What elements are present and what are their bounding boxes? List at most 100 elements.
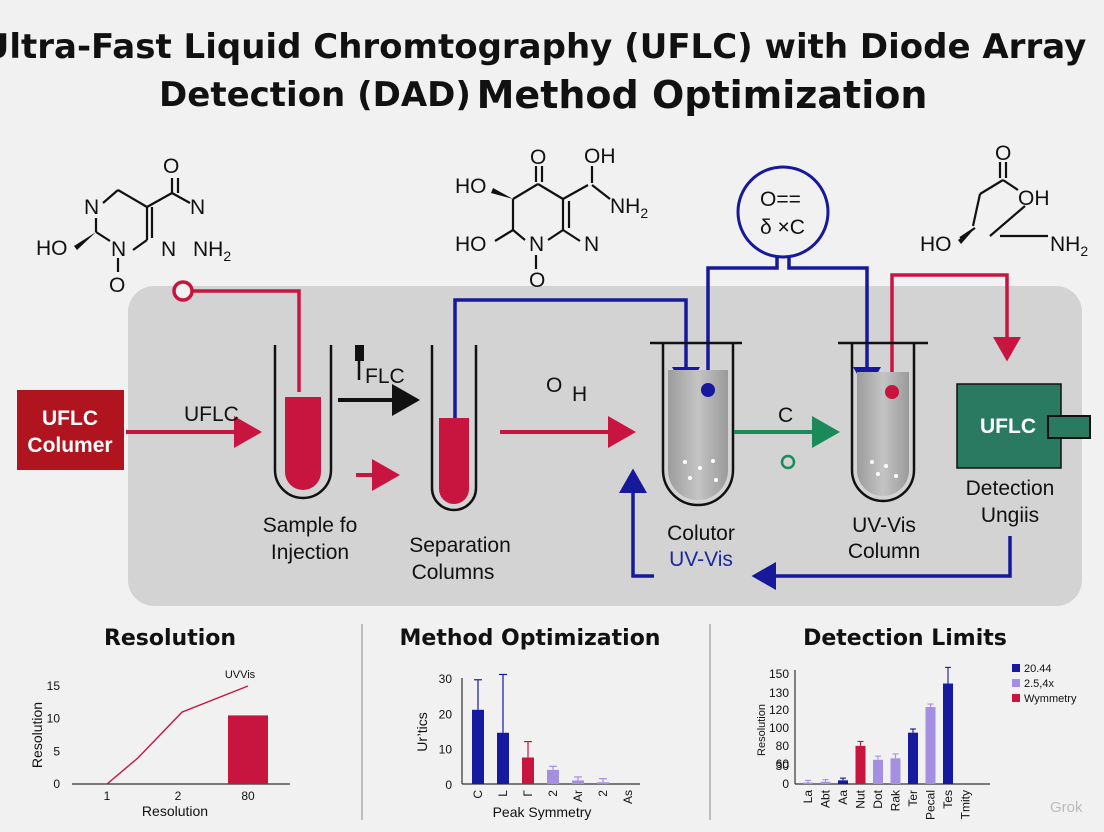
return-line (751, 536, 1012, 590)
chart2-ytick: 0 (445, 778, 452, 792)
chart2-xtick: Ar (571, 790, 585, 802)
blue-line-circle-left (706, 257, 779, 388)
flc-marker (355, 345, 364, 361)
mol-right-o-top: O (995, 142, 1011, 165)
chart3-title: Detection Limits (803, 626, 1007, 651)
chart2-ylabel: Ur’tics (414, 712, 430, 751)
mol-mid-ho2: HO (455, 233, 487, 256)
chart2-xtick: 2 (546, 790, 560, 797)
mol-mid-ho1: HO (455, 175, 487, 198)
chart3-legend-label: 2.5,4x (1024, 678, 1054, 690)
chart3-legend-swatch (1012, 679, 1020, 687)
flc-label: FLC (365, 365, 405, 388)
chart3-bar (873, 759, 883, 784)
chart3-xtick: Nut (854, 789, 868, 808)
return-line-left (619, 468, 654, 578)
mol-left-nh2: NH2 (193, 238, 231, 264)
chart3-xtick: Dot (871, 789, 885, 808)
chart2-xtick: C (471, 790, 485, 799)
uvvis-column-label-line-1: UV-Vis (852, 514, 916, 537)
chart2-title: Method Optimization (400, 626, 661, 651)
chart3-ytick: 60 (776, 757, 790, 771)
uflc-column-line-2: Columer (27, 434, 112, 457)
mol-mid-o-top: O (530, 146, 546, 169)
chart3-ylabel: Resolution (756, 704, 768, 756)
symbol-line-1: O== (760, 188, 801, 211)
chart3-ytick: 100 (769, 721, 789, 735)
chart3-bar (943, 683, 953, 784)
mol-right-ho: HO (920, 233, 952, 256)
chart3-bar (838, 780, 848, 784)
chart3-bar (820, 781, 831, 784)
chart2-ytick: 10 (439, 743, 453, 757)
detector-box-label: UFLC (980, 415, 1036, 438)
mol-left-n-left: N (84, 196, 99, 219)
chart2-bar (547, 769, 559, 784)
chart2-xtick: L (496, 790, 510, 797)
mol-left-o-bottom: O (109, 274, 125, 297)
chart3-bar (855, 745, 866, 784)
chart1-bar (228, 715, 268, 784)
colutor-tube (650, 341, 742, 507)
chart3-ytick: 30 (776, 759, 790, 773)
chart3-ytick: 150 (769, 667, 789, 681)
chart3-ytick: 130 (769, 686, 789, 700)
uvvis-label: UV-Vis (669, 548, 733, 571)
molecule-middle (494, 166, 611, 269)
separation-label-line-2: Columns (412, 561, 495, 584)
chart3-xtick: Tes (941, 790, 955, 809)
chart2-bar (597, 782, 609, 784)
separation-tube (430, 345, 478, 512)
mol-left-n-mid: N (111, 238, 126, 261)
chart3-ytick: 80 (776, 739, 790, 753)
chart2-xtick: As (621, 790, 635, 804)
separation-label-line-1: Separation (409, 534, 511, 557)
sample-label-line-1: Sample fo (263, 514, 358, 537)
chart1-ylabel: Resolution (29, 702, 45, 768)
chart3-legend-label: 20.44 (1024, 663, 1052, 675)
chart1-ytick: 15 (47, 679, 61, 693)
chart3-legend-label: Wymmetry (1024, 693, 1077, 705)
symbol-circle (736, 165, 830, 259)
chart3-bar (803, 782, 813, 784)
watermark: Grok (1050, 799, 1083, 816)
chart3-xtick: Ter (906, 790, 920, 807)
title-line-1: Ultra-Fast Liquid Chromtography (UFLC) w… (0, 27, 1086, 67)
chart2-bar (572, 780, 584, 784)
chart2-xtick: Γ (521, 790, 535, 797)
mol-mid-n-right: N (584, 233, 599, 256)
mol-left-ho: HO (36, 237, 68, 260)
chart1-ytick: 0 (53, 777, 60, 791)
detection-label-line-2: Ungiis (981, 504, 1039, 527)
chart3-xtick: La (801, 790, 815, 804)
chart3-xtick: Abt (819, 789, 833, 808)
sample-tube (273, 345, 333, 500)
detector-box (956, 383, 1062, 469)
detector-port (1047, 415, 1091, 439)
chart3-xtick: Pecal (924, 790, 938, 820)
chart2-bar (497, 732, 509, 784)
chart1-xlabel: Resolution (142, 803, 208, 819)
mol-mid-n-mid: N (529, 233, 544, 256)
oh-label-h: H (572, 383, 587, 406)
chart3-xtick: Rak (889, 789, 903, 811)
chart2-xtick: 2 (596, 790, 610, 797)
mol-left-o-top: O (163, 155, 179, 178)
chart3-bar (925, 707, 936, 784)
chart3-legend-swatch (1012, 664, 1020, 672)
blue-line-circle-right (787, 257, 881, 392)
sample-label-line-2: Injection (271, 541, 349, 564)
red-line-right (890, 273, 1021, 388)
chart3-legend-swatch (1012, 694, 1020, 702)
c-label: C (778, 404, 793, 427)
uvvis-tube (838, 341, 928, 503)
chart2-ytick: 20 (439, 707, 453, 721)
chart1-ytick: 10 (47, 712, 61, 726)
chart3-bar (908, 732, 918, 784)
chart1-xtick: 80 (241, 789, 255, 803)
chart3-ytick: 0 (782, 777, 789, 791)
chart2-bar (522, 757, 534, 784)
chart-method-optimization: Method Optimization Ur’tics Peak Symmetr… (400, 626, 661, 820)
uvvis-column-label-line-2: Column (848, 540, 920, 563)
